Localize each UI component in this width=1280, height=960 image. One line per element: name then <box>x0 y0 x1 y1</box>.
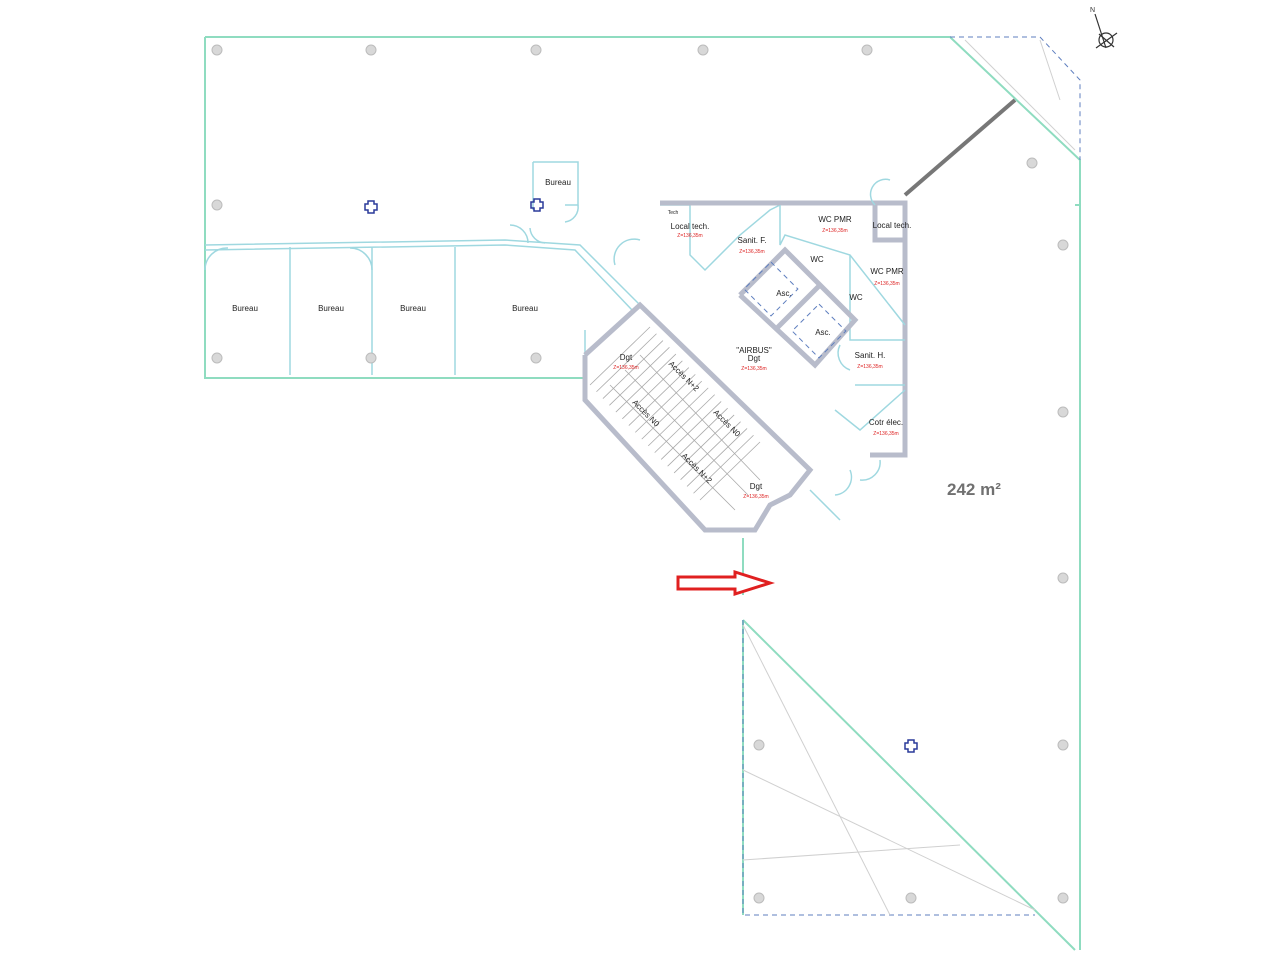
room-bureau-small: Bureau <box>545 178 571 187</box>
stair-tread <box>635 374 696 433</box>
column <box>1057 572 1069 584</box>
column <box>1057 406 1069 418</box>
stair-tread <box>699 441 761 501</box>
room-bureau-1: Bureau <box>232 304 258 313</box>
dashed-boundary <box>742 36 1081 916</box>
room-wc-pmr-1: WC PMR <box>818 215 852 224</box>
elevation: Z=136,35m <box>743 494 768 500</box>
room-airbus-dgt-sub: Dgt <box>748 354 761 363</box>
stair-tread <box>602 340 664 399</box>
svg-text:N: N <box>1090 7 1095 14</box>
elevation: Z=136,35m <box>874 281 899 287</box>
room-sanit-h: Sanit. H. <box>855 351 886 360</box>
stair-tread <box>628 367 690 426</box>
column <box>905 892 917 904</box>
columns <box>211 44 1069 904</box>
column <box>365 352 377 364</box>
elevation: Z=136,35m <box>741 366 766 372</box>
fire-hydrant-icons <box>364 198 918 753</box>
room-dgt-1: Dgt <box>620 353 633 362</box>
column <box>365 44 377 56</box>
room-local-tech-1: Local tech. <box>671 222 710 231</box>
stair-tread <box>673 414 735 474</box>
column <box>1057 739 1069 751</box>
elevation: Z=136,35m <box>822 228 847 234</box>
stair-tread <box>647 387 709 447</box>
stair-acces-n2-b: Accès N+2 <box>680 451 714 485</box>
elevation: Z=136,35m <box>739 249 764 255</box>
elevation: Z=136,35m <box>873 431 898 437</box>
column <box>530 44 542 56</box>
stair-tread <box>641 380 703 440</box>
room-local-tech-2: Local tech. <box>873 221 912 230</box>
area-label: 242 m² <box>947 480 1001 499</box>
column <box>530 352 542 364</box>
column <box>697 44 709 56</box>
stair-tread <box>589 326 651 386</box>
column <box>1057 892 1069 904</box>
room-dgt-2: Dgt <box>750 482 763 491</box>
column <box>753 739 765 751</box>
room-wc-1: WC <box>810 255 824 264</box>
stair-tread <box>596 333 657 393</box>
room-asc-2: Asc. <box>815 328 831 337</box>
stair-tread <box>680 421 741 480</box>
room-sanit-f: Sanit. F. <box>738 236 767 245</box>
office-wing <box>204 161 641 378</box>
stair-tread <box>660 401 722 460</box>
room-bureau-2: Bureau <box>318 304 344 313</box>
room-bureau-4: Bureau <box>512 304 538 313</box>
stair-tread <box>693 434 754 494</box>
column <box>211 352 223 364</box>
room-wc-pmr-2: WC PMR <box>870 267 904 276</box>
room-airbus-dgt: "AIRBUS" <box>736 346 772 355</box>
stair-tread <box>615 353 677 413</box>
column <box>753 892 765 904</box>
walkway <box>903 98 1017 197</box>
room-labels: Bureau Bureau Bureau Bureau Bureau Tech … <box>232 178 911 500</box>
north-compass-icon: N <box>1090 7 1118 49</box>
elevation: Z=136,35m <box>677 233 702 239</box>
core <box>582 200 908 533</box>
room-cotr-elec: Cotr élec. <box>869 418 903 427</box>
room-tech: Tech <box>668 210 679 216</box>
column <box>1057 239 1069 251</box>
stair-tread <box>686 428 748 487</box>
stair-tread <box>654 394 715 453</box>
stair-tread <box>609 347 670 406</box>
doors <box>613 178 891 521</box>
elevation: Z=136,35m <box>613 365 638 371</box>
column <box>211 44 223 56</box>
room-bureau-3: Bureau <box>400 304 426 313</box>
stair-tread <box>622 360 683 420</box>
stair-tread <box>667 407 728 467</box>
column <box>211 199 223 211</box>
room-wc-2: WC <box>849 293 863 302</box>
column <box>1026 157 1038 169</box>
column <box>861 44 873 56</box>
room-asc-1: Asc. <box>776 289 792 298</box>
stair-treads <box>589 326 761 511</box>
entrance-arrow <box>676 569 776 597</box>
elevation: Z=136,35m <box>857 364 882 370</box>
